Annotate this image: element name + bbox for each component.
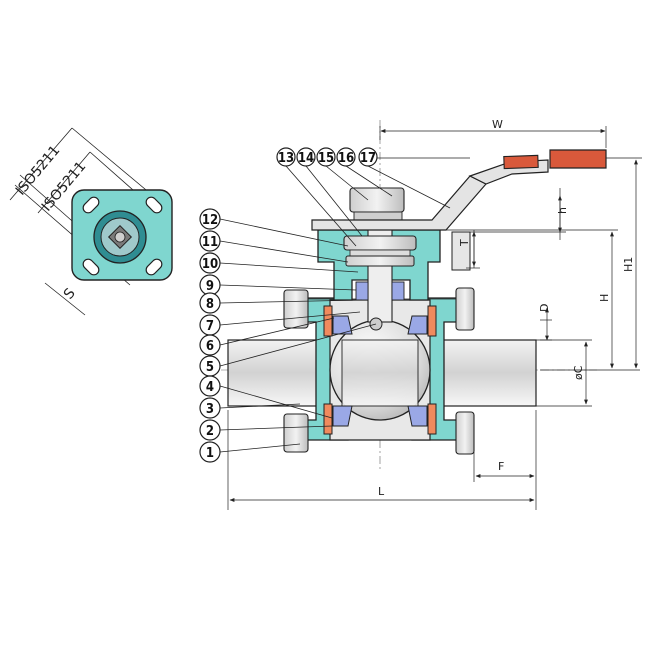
lever-handle bbox=[311, 149, 607, 231]
svg-text:4: 4 bbox=[206, 380, 214, 395]
callout-1: 1 bbox=[199, 441, 221, 463]
svg-text:16: 16 bbox=[338, 151, 354, 166]
callout-6: 6 bbox=[199, 334, 221, 356]
svg-text:3: 3 bbox=[206, 402, 214, 417]
callout-16: 16 bbox=[336, 147, 356, 167]
dim-L: L bbox=[378, 485, 385, 498]
valve-section-view: W h T H H1 D øC F L bbox=[199, 118, 642, 510]
svg-text:7: 7 bbox=[206, 319, 214, 334]
dim-H1: H1 bbox=[622, 257, 635, 272]
dim-H: H bbox=[598, 294, 611, 302]
svg-text:13: 13 bbox=[278, 151, 294, 166]
dim-h: h bbox=[556, 207, 569, 214]
callout-11: 11 bbox=[199, 230, 221, 252]
body-bolts bbox=[283, 287, 475, 455]
callout-17: 17 bbox=[358, 147, 378, 167]
callout-3: 3 bbox=[199, 397, 221, 419]
stem-size-label: S bbox=[61, 285, 79, 302]
callout-left: 12 11 10 9 8 7 bbox=[199, 208, 221, 463]
callout-9: 9 bbox=[199, 274, 221, 296]
right-tube-end bbox=[439, 339, 537, 407]
callout-13: 13 bbox=[276, 147, 296, 167]
stem-packing bbox=[355, 281, 405, 301]
stem-nut-stack bbox=[343, 187, 417, 267]
callout-2: 2 bbox=[199, 419, 221, 441]
callout-14: 14 bbox=[296, 147, 316, 167]
dim-T: T bbox=[458, 239, 471, 247]
svg-text:8: 8 bbox=[206, 297, 214, 312]
dim-D: D bbox=[538, 304, 551, 312]
dimension-lines bbox=[227, 126, 642, 510]
svg-text:17: 17 bbox=[360, 151, 376, 166]
svg-text:6: 6 bbox=[206, 339, 214, 354]
svg-text:12: 12 bbox=[202, 213, 218, 228]
seats bbox=[332, 315, 428, 427]
callout-10: 10 bbox=[199, 252, 221, 274]
body-gaskets bbox=[323, 305, 437, 435]
callout-15: 15 bbox=[316, 147, 336, 167]
dim-F: F bbox=[498, 460, 504, 473]
ball-bore bbox=[341, 339, 419, 407]
callout-12: 12 bbox=[199, 208, 221, 230]
svg-text:14: 14 bbox=[298, 151, 314, 166]
callout-4: 4 bbox=[199, 375, 221, 397]
lock-tab bbox=[451, 231, 471, 271]
dim-C: øC bbox=[572, 365, 585, 380]
callout-leaders bbox=[219, 157, 470, 453]
svg-text:15: 15 bbox=[318, 151, 334, 166]
left-tube-end bbox=[227, 339, 329, 407]
callout-5: 5 bbox=[199, 355, 221, 377]
svg-text:9: 9 bbox=[206, 279, 214, 294]
svg-text:11: 11 bbox=[202, 235, 218, 250]
iso-flange-top-view: ISO5211 ISO5211 S bbox=[9, 127, 173, 316]
svg-text:2: 2 bbox=[206, 424, 214, 439]
callout-8: 8 bbox=[199, 292, 221, 314]
svg-text:5: 5 bbox=[206, 360, 214, 375]
mounting-slots bbox=[82, 196, 163, 276]
svg-text:10: 10 bbox=[202, 257, 218, 272]
callout-7: 7 bbox=[199, 314, 221, 336]
dim-W: W bbox=[492, 118, 503, 131]
callout-top: 13 14 15 16 17 bbox=[276, 147, 378, 167]
svg-text:1: 1 bbox=[206, 446, 214, 461]
